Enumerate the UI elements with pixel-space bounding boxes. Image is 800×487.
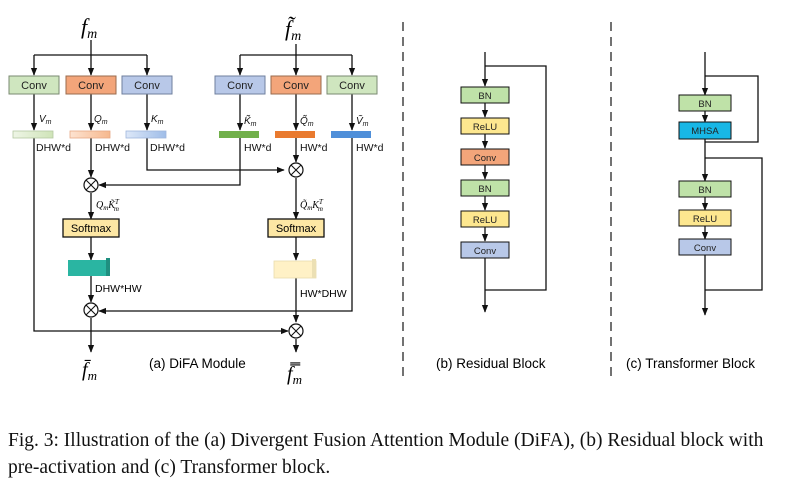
- transformer-block-mhsa: [678, 121, 732, 140]
- softmax-left: [62, 218, 120, 238]
- output-f-double-bar-m: f̿m: [287, 362, 302, 387]
- transformer-block-bn-1-label: BN: [698, 99, 711, 110]
- label-q-m: Qm: [94, 114, 108, 126]
- attention-map-right: [273, 260, 317, 279]
- transformer-block-relu-label: ReLU: [693, 214, 717, 225]
- figure-caption: Fig. 3: Illustration of the (a) Divergen…: [8, 430, 764, 478]
- input-f-tilde-m: f̃m: [285, 16, 301, 44]
- transformer-block-bn-2: [678, 180, 732, 198]
- conv-right-v-label: Conv: [339, 80, 365, 92]
- attention-map-right-edge: [312, 259, 316, 278]
- feature-bar-k: [125, 130, 167, 139]
- residual-block-conv-2-label: Conv: [474, 246, 496, 257]
- transformer-block-conv-label: Conv: [694, 243, 716, 254]
- residual-block-conv-2: [460, 241, 510, 259]
- residual-block-relu-1: [460, 117, 510, 135]
- conv-right-k: [214, 75, 266, 95]
- residual-block-bn-1: [460, 86, 510, 104]
- feature-bar-k-tilde: [219, 131, 259, 138]
- softmax-left-label: Softmax: [71, 223, 112, 235]
- output-f-bar-m: f̄m: [82, 359, 97, 383]
- label-q-tilde-m: Q̃m: [300, 114, 314, 128]
- softmax-right-label: Softmax: [276, 223, 317, 235]
- transformer-block-relu: [678, 209, 732, 227]
- attn-dim-right: HW*DHW: [300, 288, 347, 300]
- feature-bar-v-tilde: [331, 131, 371, 138]
- dim-v-tilde: HW*d: [356, 142, 384, 154]
- attention-map-left: [68, 260, 110, 276]
- conv-right-q-label: Conv: [283, 80, 309, 92]
- residual-block-relu-2: [460, 210, 510, 228]
- residual-block-relu-1-label: ReLU: [473, 122, 497, 133]
- residual-block-conv-1: [460, 148, 510, 166]
- label-k-m: Km: [151, 114, 164, 126]
- softmax-right: [267, 218, 325, 238]
- dim-k-tilde: HW*d: [244, 142, 272, 154]
- diagram-canvas: fm f̃m Conv Conv Conv Conv Conv Conv Vm …: [8, 14, 763, 387]
- input-f-m: fm: [81, 14, 97, 42]
- residual-block-relu-2-label: ReLU: [473, 215, 497, 226]
- residual-block-label: (b) Residual Block: [436, 356, 546, 371]
- conv-left-q-label: Conv: [78, 80, 104, 92]
- residual-block-bn-2-label: BN: [478, 184, 491, 195]
- residual-block-bn-1-label: BN: [478, 91, 491, 102]
- label-v-m: Vm: [39, 114, 52, 126]
- conv-left-q: [65, 75, 117, 95]
- conv-right-k-label: Conv: [227, 80, 253, 92]
- difa-module-label: (a) DiFA Module: [149, 356, 246, 371]
- transformer-block-conv: [678, 238, 732, 256]
- residual-block-bn-2: [460, 179, 510, 197]
- conv-left-v-label: Conv: [21, 80, 47, 92]
- dim-k: DHW*d: [150, 142, 185, 154]
- label-k-tilde-m: K̃m: [244, 114, 257, 128]
- residual-block-conv-1-label: Conv: [474, 153, 496, 164]
- transformer-block-bn-2-label: BN: [698, 185, 711, 196]
- transformer-block-bn-1: [678, 94, 732, 112]
- label-v-tilde-m: Ṽm: [356, 114, 369, 128]
- dim-q-tilde: HW*d: [300, 142, 328, 154]
- attn-dim-left: DHW*HW: [95, 283, 142, 295]
- attention-map-left-edge: [106, 258, 110, 276]
- dim-q: DHW*d: [95, 142, 130, 154]
- feature-bar-v: [12, 130, 54, 139]
- dim-v: DHW*d: [36, 142, 71, 154]
- transformer-block-label: (c) Transformer Block: [626, 356, 755, 371]
- conv-left-k: [121, 75, 173, 95]
- feature-bar-q-tilde: [275, 131, 315, 138]
- conv-right-v: [326, 75, 378, 95]
- conv-left-v: [8, 75, 60, 95]
- feature-bar-q: [69, 130, 111, 139]
- conv-left-k-label: Conv: [134, 80, 160, 92]
- transformer-block-mhsa-label: MHSA: [691, 126, 719, 137]
- conv-right-q: [270, 75, 322, 95]
